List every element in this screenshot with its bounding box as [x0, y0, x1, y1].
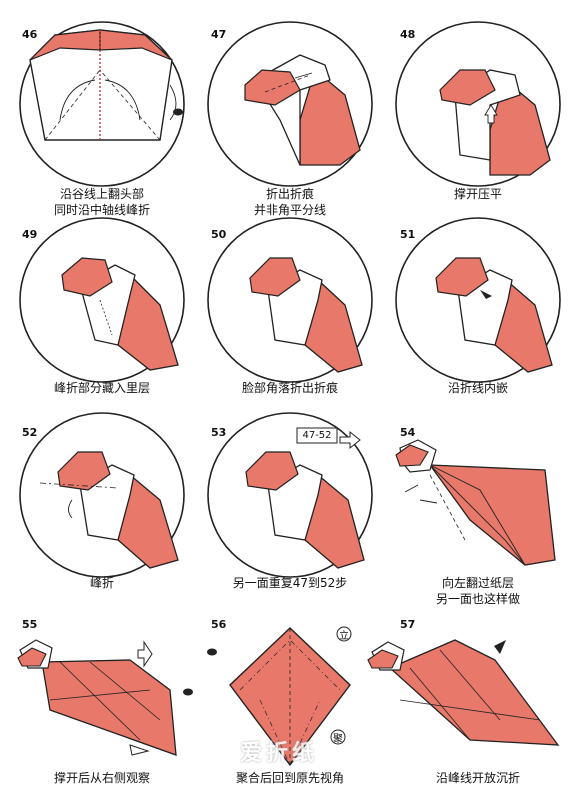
step-caption: 脸部角落折出折痕 — [241, 381, 338, 395]
symbol-up: 立 — [339, 631, 349, 642]
step-number: 46 — [22, 28, 38, 41]
watermark: 爱折纸 — [240, 741, 319, 766]
step-caption: 沿峰线开放沉折 — [435, 771, 520, 785]
step-caption: 沿折线内嵌 — [447, 381, 508, 395]
step-caption: 向左翻过纸层 另一面也这样做 — [435, 576, 520, 606]
step-number: 57 — [400, 618, 416, 631]
step-number: 55 — [22, 618, 38, 631]
step-number: 56 — [211, 618, 227, 631]
step-caption: 另一面重复47到52步 — [232, 576, 348, 590]
step-number: 53 — [211, 426, 227, 439]
step-number: 54 — [400, 426, 416, 439]
step-caption: 峰折 — [89, 576, 114, 590]
step-caption: 沿谷线上翻头部 同时沿中轴线峰折 — [53, 187, 150, 217]
step-number: 47 — [211, 28, 227, 41]
step-number: 50 — [211, 228, 227, 241]
step-caption: 折出折痕 并非角平分线 — [253, 187, 326, 217]
step-number: 49 — [22, 228, 38, 241]
symbol-gather: 聚 — [333, 734, 343, 745]
step-caption: 峰折部分藏入里层 — [53, 381, 150, 395]
step-caption: 聚合后回到原先视角 — [235, 771, 344, 785]
step-caption: 撑开压平 — [453, 187, 502, 201]
step-caption: 撑开后从右侧观察 — [53, 771, 150, 785]
step-number: 48 — [400, 28, 416, 41]
step-number: 51 — [400, 228, 416, 241]
step-number: 52 — [22, 426, 38, 439]
repeat-tag: 47-52 — [302, 430, 332, 441]
